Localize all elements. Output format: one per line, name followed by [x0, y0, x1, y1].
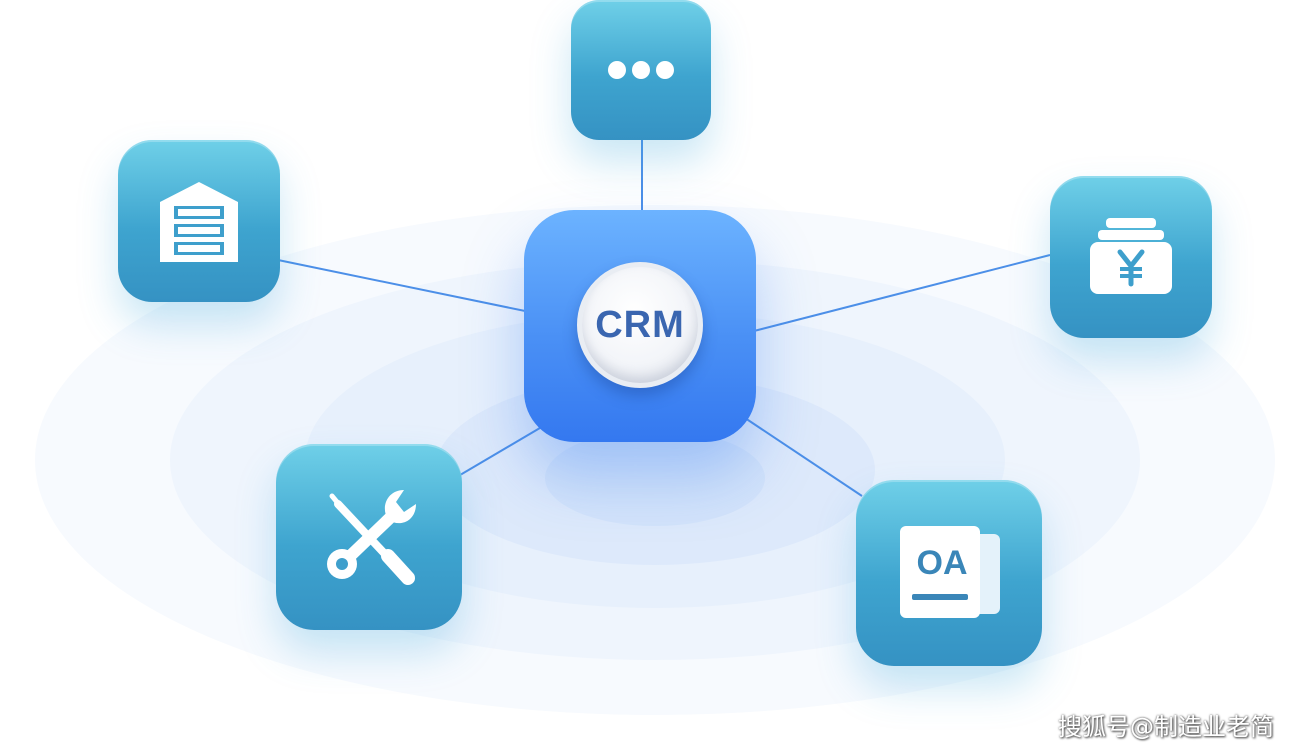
node-maintenance [276, 444, 462, 630]
link-finance [749, 254, 1051, 333]
watermark: 搜狐号@制造业老简 [1058, 713, 1274, 741]
hub-crm: CRM [524, 210, 756, 442]
warehouse-icon [160, 182, 238, 262]
node-warehouse [118, 140, 280, 302]
ripple-ring-inner [545, 430, 765, 526]
yen-cash-icon [1090, 218, 1172, 294]
oa-document-icon [900, 526, 1000, 618]
ellipsis-icon [608, 61, 674, 79]
link-oa [744, 417, 863, 497]
wrench-screwdriver-icon [327, 490, 416, 585]
link-maintenance [454, 424, 546, 479]
node-oa: OA [856, 480, 1042, 666]
hub-badge: CRM [577, 262, 703, 388]
oa-label: OA [916, 544, 968, 582]
hub-label: CRM [595, 303, 685, 346]
node-more [571, 0, 711, 140]
link-warehouse [277, 259, 531, 313]
node-finance [1050, 176, 1212, 338]
